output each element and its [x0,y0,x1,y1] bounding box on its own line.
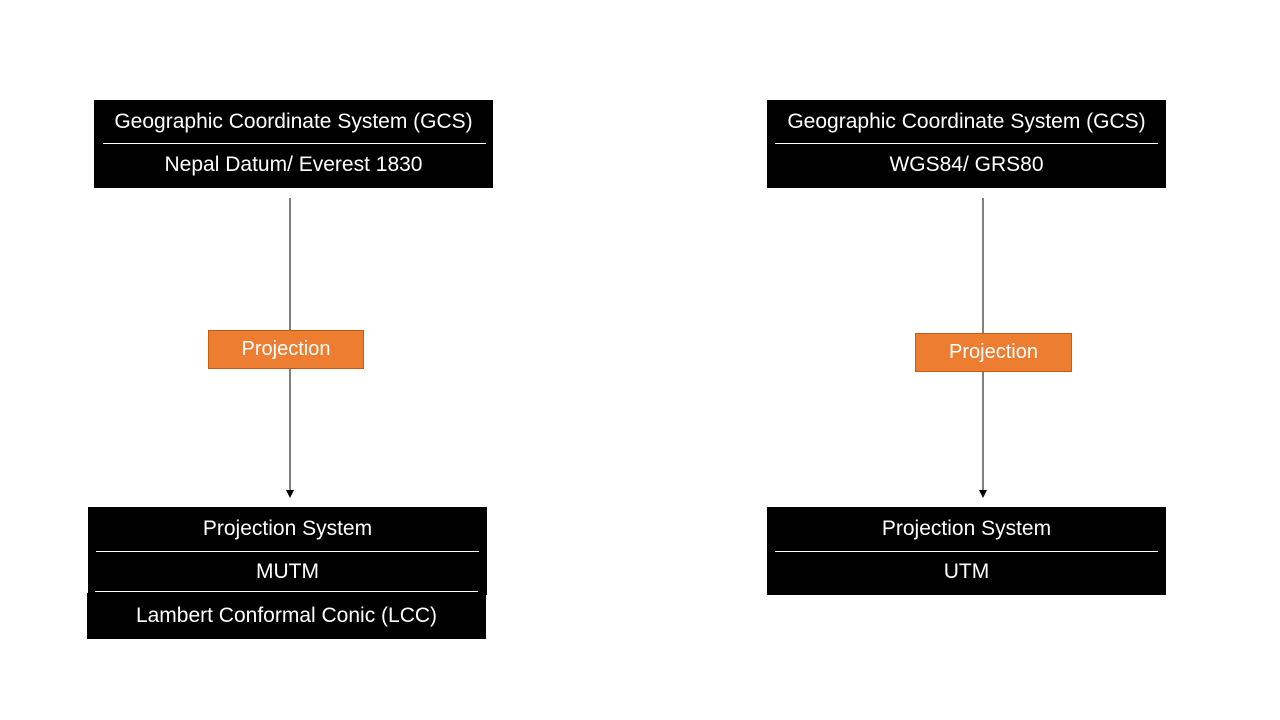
left-projection-system-divider [96,551,479,552]
right-projection-system-title: Projection System [881,517,1052,540]
right-gcs-datum: WGS84/ GRS80 [889,153,1044,176]
right-projection-system-box: Projection System UTM [767,507,1166,595]
left-gcs-divider [103,143,486,144]
right-gcs-divider [775,143,1158,144]
right-projection-system-divider [775,551,1158,552]
left-gcs-datum: Nepal Datum/ Everest 1830 [164,153,423,176]
right-gcs-box: Geographic Coordinate System (GCS) WGS84… [767,100,1166,188]
left-lcc-box: Lambert Conformal Conic (LCC) [87,593,486,639]
left-projection-system-mutm: MUTM [256,560,319,583]
left-projection-label: Projection [208,330,364,369]
left-lcc-label: Lambert Conformal Conic (LCC) [135,604,438,627]
left-gcs-box: Geographic Coordinate System (GCS) Nepal… [94,100,493,188]
left-lcc-divider [95,591,478,592]
right-gcs-title: Geographic Coordinate System (GCS) [787,110,1146,133]
left-gcs-title: Geographic Coordinate System (GCS) [114,110,473,133]
left-projection-system-title: Projection System [202,517,373,540]
left-projection-system-box: Projection System MUTM [88,507,487,595]
right-projection-label: Projection [915,333,1072,372]
right-projection-system-utm: UTM [943,560,990,583]
